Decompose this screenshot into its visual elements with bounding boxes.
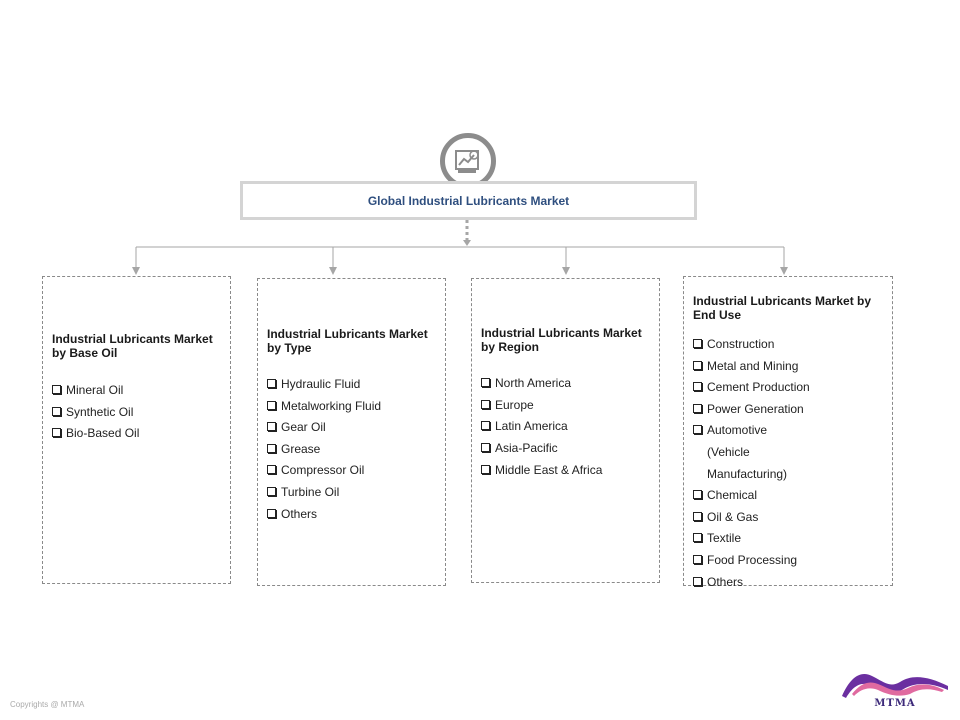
list-item: North America — [481, 373, 650, 395]
mtma-logo: MTMA — [838, 668, 952, 712]
list-item: Synthetic Oil — [52, 402, 221, 424]
checkbox-bullet-icon — [693, 420, 707, 485]
checkbox-bullet-icon — [481, 373, 495, 395]
list-item: Metalworking Fluid — [267, 396, 436, 418]
list-item: Textile — [693, 528, 883, 550]
list-item: Others — [693, 572, 883, 594]
copyright-text: Copyrights @ MTMA — [10, 700, 85, 709]
checkbox-bullet-icon — [267, 396, 281, 418]
list-item: Construction — [693, 334, 883, 356]
list-item: Europe — [481, 395, 650, 417]
checkbox-bullet-icon — [693, 550, 707, 572]
checkbox-bullet-icon — [267, 417, 281, 439]
root-title: Global Industrial Lubricants Market — [367, 193, 570, 208]
segment-type: Industrial Lubricants Market by Type Hyd… — [257, 278, 446, 586]
list-item: Gear Oil — [267, 417, 436, 439]
segment-base-oil: Industrial Lubricants Market by Base Oil… — [42, 276, 231, 584]
checkbox-bullet-icon — [52, 423, 66, 445]
list-item: Others — [267, 504, 436, 526]
checkbox-bullet-icon — [52, 402, 66, 424]
list-item: Cement Production — [693, 377, 883, 399]
list-item: Chemical — [693, 485, 883, 507]
root-node: Global Industrial Lubricants Market — [240, 181, 697, 220]
market-report-icon — [440, 133, 496, 189]
checkbox-bullet-icon — [693, 528, 707, 550]
segment-title: Industrial Lubricants Market by End Use — [693, 294, 872, 322]
list-item: Power Generation — [693, 399, 883, 421]
logo-text: MTMA — [874, 698, 916, 709]
list-item: Mineral Oil — [52, 380, 221, 402]
checkbox-bullet-icon — [481, 395, 495, 417]
checkbox-bullet-icon — [52, 380, 66, 402]
list-item: Food Processing — [693, 550, 883, 572]
segment-title: Industrial Lubricants Market by Base Oil — [52, 332, 213, 360]
segment-end-use: Industrial Lubricants Market by End Use … — [683, 276, 893, 589]
segment-title: Industrial Lubricants Market by Type — [267, 327, 428, 355]
list-item: Metal and Mining — [693, 356, 883, 378]
checkbox-bullet-icon — [481, 416, 495, 438]
checkbox-bullet-icon — [693, 399, 707, 421]
checkbox-bullet-icon — [693, 572, 707, 594]
list-item: Automotive (Vehicle Manufacturing) — [693, 420, 813, 485]
checkbox-bullet-icon — [267, 374, 281, 396]
checkbox-bullet-icon — [267, 482, 281, 504]
checkbox-bullet-icon — [693, 485, 707, 507]
checkbox-bullet-icon — [693, 334, 707, 356]
checkbox-bullet-icon — [481, 438, 495, 460]
checkbox-bullet-icon — [693, 377, 707, 399]
checkbox-bullet-icon — [481, 460, 495, 482]
list-item: Grease — [267, 439, 436, 461]
checkbox-bullet-icon — [267, 460, 281, 482]
segment-list: Hydraulic Fluid Metalworking Fluid Gear … — [267, 374, 436, 525]
list-item: Middle East & Africa — [481, 460, 650, 482]
segment-list: Construction Metal and Mining Cement Pro… — [693, 334, 883, 593]
list-item: Asia-Pacific — [481, 438, 650, 460]
list-item: Oil & Gas — [693, 507, 883, 529]
checkbox-bullet-icon — [267, 504, 281, 526]
segment-list: North America Europe Latin America Asia-… — [481, 373, 650, 482]
segment-list: Mineral Oil Synthetic Oil Bio-Based Oil — [52, 380, 221, 445]
list-item: Bio-Based Oil — [52, 423, 221, 445]
list-item: Latin America — [481, 416, 650, 438]
list-item: Compressor Oil — [267, 460, 436, 482]
checkbox-bullet-icon — [693, 507, 707, 529]
list-item: Turbine Oil — [267, 482, 436, 504]
checkbox-bullet-icon — [693, 356, 707, 378]
checkbox-bullet-icon — [267, 439, 281, 461]
segment-title: Industrial Lubricants Market by Region — [481, 326, 642, 354]
list-item: Hydraulic Fluid — [267, 374, 436, 396]
segment-region: Industrial Lubricants Market by Region N… — [471, 278, 660, 583]
